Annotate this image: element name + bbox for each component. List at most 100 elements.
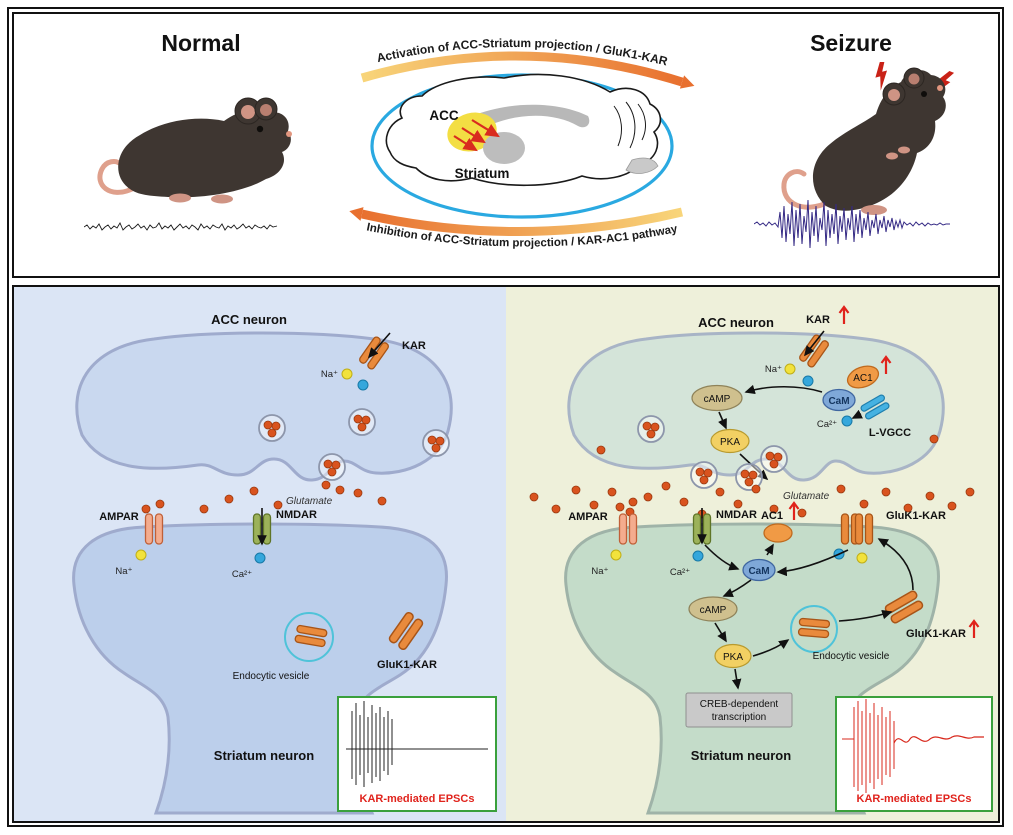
mouse-nose [937, 85, 943, 91]
cam-label: CaM [828, 396, 849, 407]
epsc-spikes [853, 699, 895, 793]
glutamate-dot [571, 485, 581, 495]
ampar-label: AMPAR [568, 511, 608, 523]
glutamate-dot [321, 480, 331, 490]
sodium-ion [856, 552, 868, 564]
nmdar-to-cam-arrow [704, 544, 740, 571]
glutamate-dot [628, 497, 638, 507]
cam-protein-icon [742, 558, 776, 582]
epsc-spikes [351, 701, 393, 787]
brain-outline [385, 73, 662, 187]
glutamate-dot [661, 481, 671, 491]
mouse-tail [781, 169, 832, 210]
glutamate-dot [199, 504, 209, 514]
normal-synapse-panel: ACC neuron KAR Na⁺ Glutamate [14, 287, 506, 821]
na-label: Na⁺ [765, 364, 782, 375]
pka-icon [714, 643, 752, 669]
ac1-label: AC1 [761, 510, 783, 522]
glutamate-dot [881, 487, 891, 497]
pka-icon [710, 428, 750, 454]
epsc-inset-seizure: KAR-mediated EPSCs [835, 696, 993, 812]
top-summary-panel: Normal Seizure Activation of ACC-Striatu… [12, 12, 1000, 278]
lvgcc-flux-arrow [851, 409, 864, 419]
mouse-eye [256, 125, 264, 133]
gluk1-kar-label: GluK1-KAR [906, 628, 966, 640]
mouse-foot [169, 193, 191, 203]
gluk1-kar-label: GluK1-KAR [886, 510, 946, 522]
sodium-ion [341, 368, 353, 380]
calcium-ion [254, 552, 266, 564]
nmdar-label: NMDAR [276, 509, 317, 521]
epsc-decay [893, 735, 984, 744]
lvgcc-label: L-VGCC [869, 427, 911, 439]
na-label: Na⁺ [321, 369, 338, 380]
mouse-eye [921, 91, 927, 97]
mouse-nose [286, 131, 292, 137]
inhibition-arrow [361, 207, 684, 237]
camp-label: cAMP [704, 394, 731, 405]
cam-label: CaM [748, 566, 769, 577]
glutamate-dot [836, 484, 846, 494]
gluk1-insertion-arrow [877, 538, 914, 591]
glutamate-dot [925, 491, 935, 501]
camp-icon [691, 384, 743, 412]
acc-neuron-label: ACC neuron [211, 312, 287, 327]
glutamate-dot [529, 492, 539, 502]
glutamate-dot [141, 504, 151, 514]
gluk1-to-cam-arrow [776, 549, 849, 577]
activation-arrowhead [679, 75, 695, 89]
cerebellum-fold [625, 101, 636, 149]
glutamate-dot [929, 434, 939, 444]
na-label: Na⁺ [115, 566, 132, 577]
corpus-callosum [470, 104, 590, 129]
epsc-caption: KAR-mediated EPSCs [857, 793, 972, 805]
pka-to-creb-arrow [731, 668, 742, 690]
camp-to-pka-arrow [714, 622, 727, 643]
ca-label: Ca²⁺ [670, 567, 690, 578]
glutamate-dot [551, 504, 561, 514]
epsc-caption: KAR-mediated EPSCs [360, 793, 475, 805]
mouse-inner-ear [908, 73, 920, 85]
calcium-ion [357, 379, 369, 391]
striatum-neuron-label: Striatum neuron [214, 748, 314, 763]
glutamate-dot [643, 492, 653, 502]
sodium-ion [784, 363, 796, 375]
fusing-vesicle [319, 454, 345, 480]
cam-to-camp-arrow [744, 384, 823, 395]
glutamate-dot [615, 502, 625, 512]
glutamate-dot [589, 500, 599, 510]
creb-label-line1: CREB-dependent [700, 699, 779, 710]
glutamate-dot [249, 486, 259, 496]
mouse-inner-ear [888, 89, 900, 101]
seizure-synapse-diagram: ACC neuron KAR Na⁺ AC1 CaM Ca²⁺ L-VGCC [529, 305, 993, 815]
ac1-label: AC1 [853, 373, 873, 384]
sodium-ion [135, 549, 147, 561]
glutamate-dot [155, 499, 165, 509]
nmdar-label: NMDAR [716, 509, 757, 521]
cerebellum-fold [613, 105, 622, 147]
ca-label: Ca²⁺ [817, 419, 837, 430]
glutamate-dot [733, 499, 743, 509]
glutamate-dot [224, 494, 234, 504]
mouse-inner-ear [241, 105, 255, 119]
glutamate-dot [859, 499, 869, 509]
glutamate-dot [751, 484, 761, 494]
seizure-eeg-trace [754, 199, 950, 249]
glutamate-dot [965, 487, 975, 497]
kar-label: KAR [402, 340, 426, 352]
endocytic-vesicle-label: Endocytic vesicle [233, 671, 310, 682]
mouse-body [812, 70, 946, 211]
glutamate-dot [947, 501, 957, 511]
glutamate-dot [596, 445, 606, 455]
epsc-inset-normal: KAR-mediated EPSCs [337, 696, 497, 812]
presynaptic-terminal [75, 331, 453, 482]
brain-schematic: Activation of ACC-Striatum projection / … [349, 36, 695, 250]
calcium-ion [841, 415, 853, 427]
synaptic-vesicle [638, 416, 664, 442]
mouse-body [118, 110, 291, 198]
mouse-inner-ear [260, 104, 272, 116]
cerebellum-fold [637, 103, 646, 141]
glutamate-label: Glutamate [783, 491, 830, 502]
camp-to-pka-arrow [718, 411, 727, 430]
na-label: Na⁺ [591, 566, 608, 577]
